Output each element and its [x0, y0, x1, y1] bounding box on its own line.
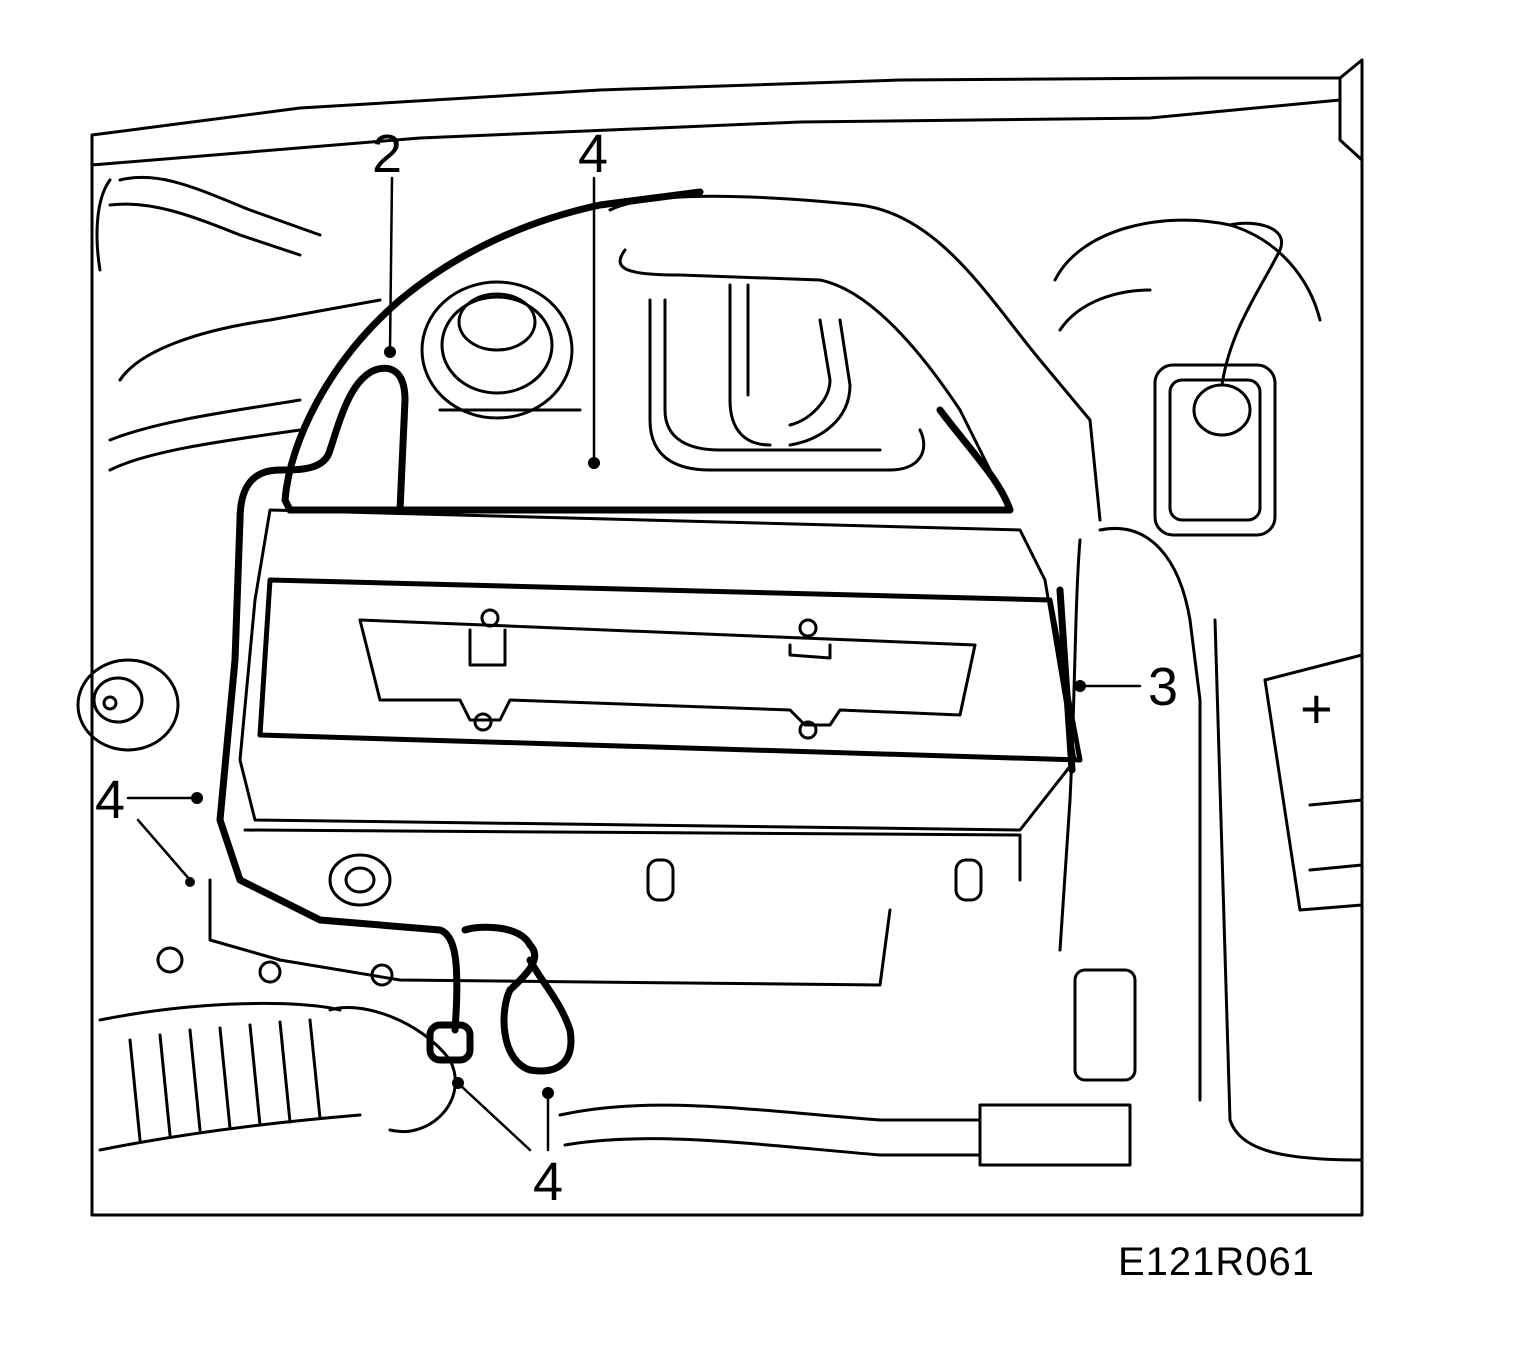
callout-4-bottom: 4 — [533, 1152, 563, 1212]
lower-pipe — [558, 968, 1137, 1167]
battery-plus-symbol: + — [1300, 677, 1333, 740]
engine-block — [156, 853, 983, 987]
callout-2: 2 — [372, 124, 402, 184]
vacuum-hose-routing — [216, 188, 1076, 1075]
upper-left-hose — [95, 175, 382, 472]
strut-tower-left — [76, 658, 180, 752]
drawing-code: E121R061 — [1118, 1240, 1316, 1284]
oil-filler-cap — [420, 280, 582, 420]
brake-booster — [1053, 218, 1322, 537]
callout-3: 3 — [1148, 657, 1178, 717]
callout-4-left: 4 — [95, 770, 125, 830]
callout-dots — [185, 346, 1086, 1099]
callout-leaders — [126, 176, 1142, 1152]
battery — [1263, 653, 1364, 912]
injector-pipes — [648, 283, 926, 472]
camshaft-cover — [238, 508, 1083, 882]
intake-pipe — [608, 194, 1364, 1162]
callout-4-top: 4 — [578, 124, 608, 184]
corrugated-air-hose — [98, 1001, 457, 1152]
